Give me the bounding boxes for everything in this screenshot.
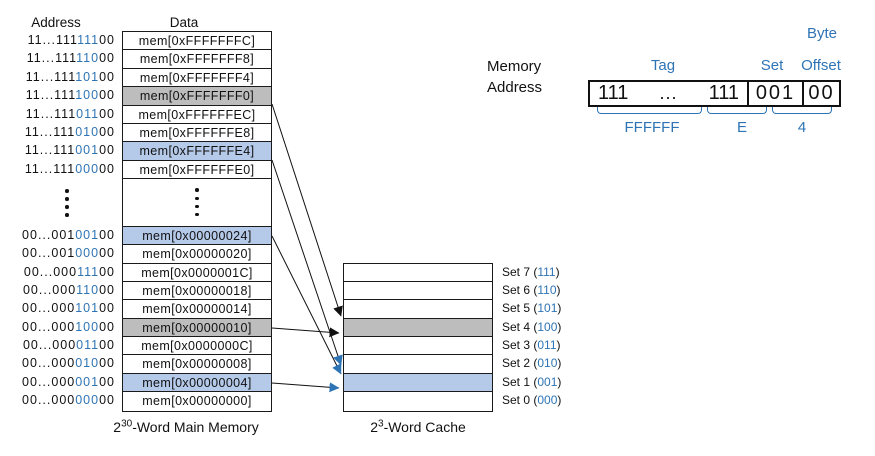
cache-row: [344, 281, 492, 301]
address-label: 00...00001100: [22, 338, 115, 353]
address-label: 00...00001000: [22, 356, 115, 371]
tag-hex-brace: [597, 107, 702, 114]
arrow-00000004-to-set1: [271, 382, 340, 393]
memory-row: mem[0x00000024]: [123, 226, 271, 246]
memory-address-label: Memory Address: [487, 58, 543, 96]
memory-row: mem[0x00000010]: [123, 318, 271, 338]
memory-row: mem[0xFFFFFFE0]: [123, 160, 271, 180]
memory-row: mem[0xFFFFFFEC]: [123, 105, 271, 124]
arrow-fffffff0-to-set4: [271, 103, 343, 317]
address-label: 11...11110100: [25, 69, 115, 84]
cache-row: [344, 300, 492, 319]
address-column-header: Address: [31, 15, 81, 30]
cache-caption: 23-Word Cache: [370, 418, 466, 435]
set-field-cell: 001: [747, 82, 802, 105]
cache-row: [344, 373, 492, 393]
set-label: Set 3 (011): [502, 338, 561, 353]
set-label: Set 1 (001): [502, 374, 562, 389]
address-label: 11...11100100: [24, 143, 115, 158]
address-label: 00...00000100: [22, 374, 115, 389]
arrow-00000024-to-set1: [271, 235, 342, 375]
set-label: Set 5 (101): [502, 301, 562, 316]
tag-field-label: Tag: [650, 57, 676, 74]
memory-row: mem[0xFFFFFFE8]: [123, 123, 271, 143]
address-label: 00...00010100: [22, 301, 115, 316]
data-column-header: Data: [169, 15, 199, 30]
address-label: 00...00000000: [22, 393, 115, 408]
set-label: Set 2 (010): [502, 356, 562, 371]
address-column-gap: [0, 178, 115, 226]
cache-row: [344, 318, 492, 338]
set-label: Set 0 (000): [502, 393, 562, 408]
main-memory-table: mem[0xFFFFFFFC] mem[0xFFFFFFF8] mem[0xFF…: [122, 31, 272, 412]
offset-field-cell: 00: [802, 82, 839, 105]
set-field-label: Set: [760, 57, 784, 74]
cache-row: [344, 355, 492, 374]
cache-row: [344, 392, 492, 411]
address-field-box: 111 ... 111 001 00: [588, 80, 841, 107]
tag-field-cell: 111 ... 111: [598, 82, 739, 104]
set-label: Set 6 (110): [502, 282, 561, 297]
memory-row: mem[0x00000018]: [123, 281, 271, 301]
mid-hex-value: E: [736, 119, 747, 136]
address-label: 00...00011000: [22, 282, 115, 297]
address-label: 00...00100100: [22, 227, 115, 242]
memory-row: mem[0x0000000C]: [123, 337, 271, 356]
address-label: 00...00011100: [23, 264, 115, 279]
memory-row: mem[0x00000014]: [123, 300, 271, 319]
cache-set-labels: Set 7 (111) Set 6 (110) Set 5 (101) Set …: [502, 263, 612, 410]
arrow-ffffffe4-to-set1: [271, 159, 343, 366]
memory-row: mem[0xFFFFFFF4]: [123, 68, 271, 88]
memory-row: mem[0xFFFFFFF8]: [123, 50, 271, 69]
main-memory-caption: 230-Word Main Memory: [113, 418, 259, 435]
byte-field-label: Byte: [806, 25, 837, 42]
memory-row: mem[0x00000020]: [123, 245, 271, 264]
memory-row: mem[0xFFFFFFFC]: [123, 32, 271, 51]
address-label: 11...11111100: [27, 33, 115, 47]
ellipsis-dots: [65, 189, 69, 217]
address-label: 11...11111000: [26, 51, 115, 66]
address-column: 11...11111100 11...11111000 11...1111010…: [0, 31, 115, 410]
cache-row: [344, 263, 492, 282]
memory-row: mem[0x00000000]: [123, 392, 271, 411]
memory-row: mem[0x0000001C]: [123, 263, 271, 282]
cache-row: [344, 337, 492, 356]
address-label: 11...11101000: [24, 124, 115, 139]
offset-field-label: Offset: [801, 57, 841, 74]
memory-row: mem[0x00000004]: [123, 373, 271, 393]
address-label: 11...11101100: [25, 106, 115, 121]
tag-hex-value: FFFFFF: [624, 119, 680, 136]
offset-hex-brace: [772, 107, 832, 114]
memory-ellipsis-row: [123, 179, 271, 227]
cache-table: [343, 262, 493, 412]
address-label: 11...11110000: [25, 88, 115, 103]
mid-hex-brace: [707, 107, 767, 114]
address-label: 00...00010000: [22, 319, 115, 334]
memory-row: mem[0x00000008]: [123, 355, 271, 374]
memory-row: mem[0xFFFFFFE4]: [123, 142, 271, 161]
set-label: Set 7 (111): [502, 264, 560, 279]
offset-hex-value: 4: [797, 119, 807, 136]
ellipsis-dots: [195, 188, 199, 217]
address-label: 00...00100000: [22, 246, 115, 261]
arrow-00000010-to-set4: [271, 327, 340, 338]
address-label: 11...11100000: [24, 161, 115, 176]
memory-row: mem[0xFFFFFFF0]: [123, 87, 271, 106]
set-label: Set 4 (100): [502, 319, 562, 334]
